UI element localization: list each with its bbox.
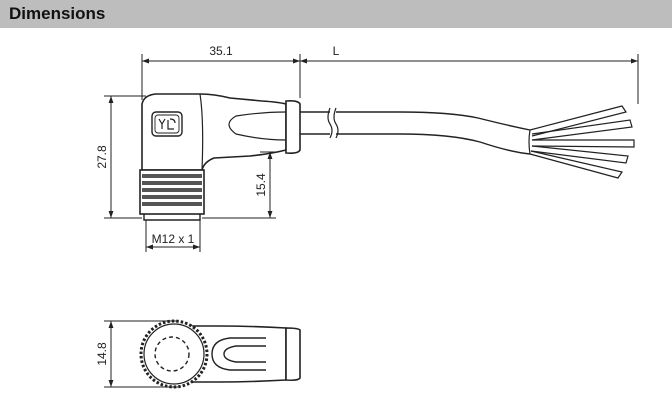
dimension-15-4 <box>202 151 276 219</box>
bottom-knurl-ring <box>139 319 209 389</box>
dimension-14-8 <box>104 320 178 388</box>
cable <box>300 107 531 155</box>
bottom-pin-circle <box>154 336 190 372</box>
label-m12: M12 x 1 <box>152 232 195 246</box>
dimension-35-1 <box>141 54 301 100</box>
label-l: L <box>333 44 340 58</box>
section-title: Dimensions <box>9 4 106 23</box>
label-27-8: 27.8 <box>95 145 109 169</box>
label-15-4: 15.4 <box>254 173 268 197</box>
dimension-l <box>300 54 639 104</box>
bottom-cap <box>285 327 301 382</box>
side-view <box>139 93 635 221</box>
connector-housing <box>141 93 287 171</box>
knurled-nut <box>139 169 205 221</box>
section-header: Dimensions <box>0 0 672 28</box>
housing-groove <box>228 111 287 141</box>
dimension-m12 <box>145 220 201 252</box>
brand-logo <box>151 111 183 137</box>
dimension-27-8 <box>104 95 146 219</box>
bottom-view <box>139 319 301 389</box>
label-14-8: 14.8 <box>95 342 109 366</box>
label-35-1: 35.1 <box>209 44 233 58</box>
bottom-groove <box>211 337 266 371</box>
wires <box>529 105 635 179</box>
cable-cap <box>285 100 301 154</box>
